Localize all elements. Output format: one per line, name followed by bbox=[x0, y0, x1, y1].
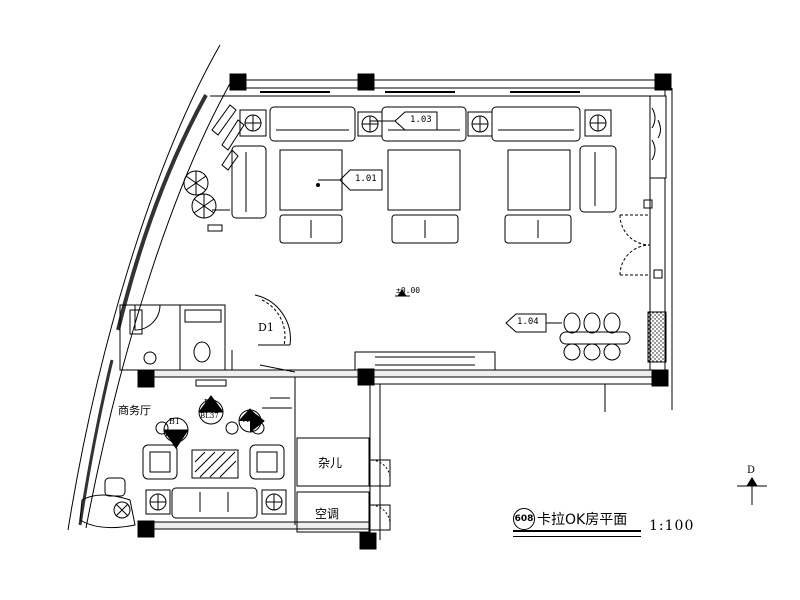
sofa-right bbox=[579, 145, 617, 213]
bar-counter bbox=[559, 331, 631, 345]
curved-exterior-wall bbox=[67, 44, 221, 531]
ac-shaft-room bbox=[296, 491, 370, 533]
drawing-title: 608 卡拉OK房平面 bbox=[513, 508, 627, 530]
side-table-lamp bbox=[145, 489, 171, 515]
column bbox=[359, 532, 377, 550]
side-table-lamp bbox=[239, 109, 267, 137]
double-door bbox=[619, 214, 651, 276]
side-table-lamp bbox=[357, 111, 383, 137]
curved-window-band-2 bbox=[78, 359, 114, 526]
column bbox=[654, 73, 672, 91]
section-a1-label: A1 bbox=[243, 415, 254, 424]
north-arrow bbox=[737, 477, 767, 505]
column bbox=[137, 520, 155, 538]
drawing-scale: 1:100 bbox=[649, 518, 695, 534]
coffee-table bbox=[507, 149, 571, 211]
small-sofa bbox=[391, 214, 459, 244]
lounge-coffee-table bbox=[191, 449, 239, 479]
desk-chair bbox=[79, 477, 136, 529]
callout-101 bbox=[339, 169, 383, 191]
armchair-right bbox=[249, 444, 285, 480]
coffee-table bbox=[387, 149, 461, 211]
bottom-wall bbox=[139, 521, 371, 530]
middle-wall bbox=[144, 369, 666, 378]
small-sofa bbox=[279, 214, 343, 244]
round-chair bbox=[191, 193, 217, 219]
drawing-title-text: 卡拉OK房平面 bbox=[537, 512, 628, 528]
side-table-lamp bbox=[467, 111, 493, 137]
tv-cabinet bbox=[354, 351, 496, 371]
small-sofa bbox=[504, 214, 572, 244]
section-b1-label: B1 bbox=[169, 417, 180, 426]
entry-door bbox=[254, 294, 296, 373]
column bbox=[651, 369, 669, 387]
title-underline bbox=[513, 530, 641, 537]
callout-103 bbox=[394, 111, 438, 131]
storage-room bbox=[296, 437, 370, 487]
tag-1-03: 1.03 bbox=[410, 115, 432, 125]
section-marker-b1 bbox=[163, 417, 189, 449]
sofa-top bbox=[269, 106, 356, 142]
armchair-left bbox=[142, 444, 178, 480]
lounge-sofa bbox=[171, 487, 258, 519]
toilet bbox=[193, 341, 211, 363]
section-d1-sheet: BL37 bbox=[200, 412, 219, 420]
section-b1-sheet: BL30 bbox=[165, 430, 184, 438]
column bbox=[229, 73, 247, 91]
room-label-ac: 空调 bbox=[315, 507, 340, 521]
sofa-top bbox=[491, 106, 581, 142]
section-marker-d1 bbox=[198, 395, 224, 425]
drawing-number: 608 bbox=[513, 508, 535, 530]
side-table-lamp bbox=[584, 109, 612, 137]
tag-1-01: 1.01 bbox=[355, 174, 377, 184]
coffee-table bbox=[279, 149, 343, 211]
north-mark-label: D bbox=[747, 465, 756, 476]
sofa-left bbox=[231, 145, 267, 219]
section-d1-label: D1 bbox=[204, 398, 216, 407]
side-table-lamp bbox=[261, 489, 287, 515]
column bbox=[137, 370, 155, 388]
room-label-business: 商务厅 bbox=[118, 404, 151, 417]
column bbox=[357, 73, 375, 91]
restroom bbox=[119, 304, 226, 371]
tag-1-04: 1.04 bbox=[517, 317, 539, 327]
section-marker-a1 bbox=[238, 408, 265, 433]
round-chair bbox=[183, 170, 209, 196]
column bbox=[357, 368, 375, 386]
door-tag-d1: D1 bbox=[258, 321, 274, 334]
top-wall bbox=[229, 79, 661, 89]
curved-exterior-wall-inner bbox=[85, 79, 233, 529]
floor-level-label: ±0.00 bbox=[396, 286, 421, 295]
curved-window-band bbox=[116, 94, 208, 331]
room-label-storage: 杂儿 bbox=[318, 456, 343, 470]
